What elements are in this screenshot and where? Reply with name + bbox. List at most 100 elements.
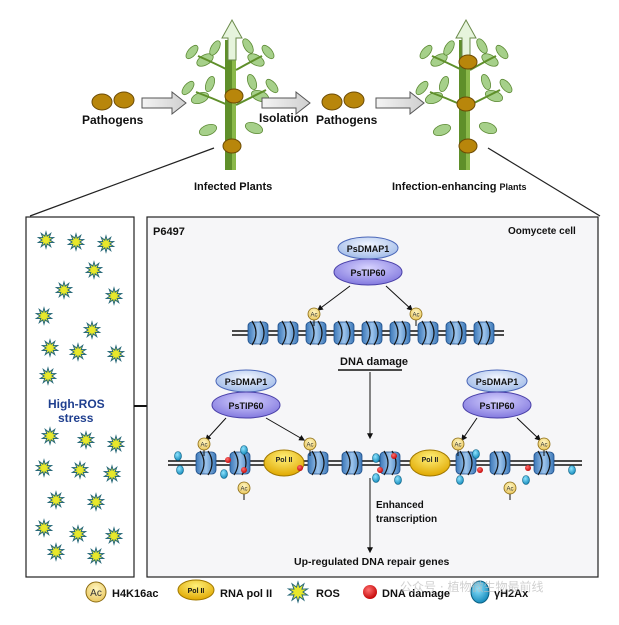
zoom-line-right <box>487 147 601 217</box>
svg-text:Ac: Ac <box>540 443 547 449</box>
ros-star <box>84 260 104 280</box>
flow-arrow-3 <box>375 90 425 116</box>
gamma-h2ax-mark <box>522 475 530 485</box>
isolation-label: Isolation <box>259 111 308 125</box>
strain-label: P6497 <box>153 226 185 238</box>
stress-label-line2: stress <box>58 411 94 425</box>
pathogen-pair-left <box>91 91 135 111</box>
ros-star <box>40 426 60 446</box>
stress-label-line1: High-ROS <box>48 397 105 411</box>
ros-star <box>36 230 56 250</box>
zoom-line-left <box>29 147 215 217</box>
nucleosome <box>229 450 251 476</box>
svg-text:Ac: Ac <box>240 487 247 493</box>
svg-text:PsTIP60: PsTIP60 <box>228 401 263 411</box>
ros-star <box>86 492 106 512</box>
ros-star <box>96 234 116 254</box>
svg-text:PsDMAP1: PsDMAP1 <box>225 377 268 387</box>
ros-star <box>70 460 90 480</box>
ros-star <box>34 458 54 478</box>
svg-text:Ac: Ac <box>90 588 102 599</box>
ros-star <box>82 320 102 340</box>
dna-damage-mark <box>477 467 483 473</box>
ros-panel: High-ROS stress <box>25 216 159 578</box>
ros-star <box>76 430 96 450</box>
svg-text:Pol II: Pol II <box>422 457 439 464</box>
nucleosome <box>307 450 329 476</box>
legend-damage-icon <box>363 585 377 599</box>
complex-left: PsDMAP1 PsTIP60 <box>211 369 281 419</box>
gamma-h2ax-mark <box>220 469 228 479</box>
dna-damage-mark <box>241 467 247 473</box>
gamma-h2ax-mark <box>568 465 576 475</box>
legend-gamma-label: γH2Ax <box>494 588 529 600</box>
svg-text:Ac: Ac <box>306 443 313 449</box>
svg-text:Ac: Ac <box>200 443 207 449</box>
gamma-h2ax-mark <box>456 475 464 485</box>
pathogen-pair-right <box>321 91 365 111</box>
oomycete-cell-label: Oomycete cell <box>508 226 576 237</box>
nucleosome <box>473 320 495 346</box>
ros-star <box>104 286 124 306</box>
ros-star <box>34 306 54 326</box>
complex-top: PsDMAP1 PsTIP60 <box>333 236 403 286</box>
ros-star <box>40 338 60 358</box>
nucleosome <box>195 450 217 476</box>
dna-damage-mark <box>297 465 303 471</box>
infected-plants-label: Infected Plants <box>194 181 272 193</box>
svg-text:Ac: Ac <box>454 443 461 449</box>
ros-star <box>38 366 58 386</box>
ros-star <box>66 232 86 252</box>
dna-damage-mark <box>377 467 383 473</box>
ros-star <box>106 344 126 364</box>
ros-star <box>54 280 74 300</box>
top-section: Pathogens <box>29 18 601 217</box>
complex-right: PsDMAP1 PsTIP60 <box>462 369 532 419</box>
svg-text:PsTIP60: PsTIP60 <box>350 268 385 278</box>
pol2-complex: Pol II <box>263 449 305 477</box>
nucleosome <box>333 320 355 346</box>
infection-enhancing-plant <box>415 18 513 170</box>
gamma-h2ax-mark <box>176 465 184 475</box>
svg-text:Ac: Ac <box>412 313 419 319</box>
legend: Ac H4K16ac Pol II RNA pol II ROS DNA dam… <box>85 579 529 604</box>
legend-ros-icon <box>286 580 310 604</box>
nucleosome <box>277 320 299 346</box>
gamma-h2ax-mark <box>240 445 248 455</box>
nucleosome <box>445 320 467 346</box>
nucleosome <box>247 320 269 346</box>
legend-pol2-icon: Pol II <box>177 579 215 601</box>
dna-damage-mark <box>525 465 531 471</box>
watermark: 公众号 · 植物微生物最前线 <box>400 579 543 594</box>
ac-mark: Ac <box>197 437 211 456</box>
nucleosome <box>361 320 383 346</box>
legend-ros-label: ROS <box>316 588 340 600</box>
svg-text:PsDMAP1: PsDMAP1 <box>476 377 519 387</box>
svg-text:PsTIP60: PsTIP60 <box>479 401 514 411</box>
legend-ac-icon: Ac <box>85 581 107 603</box>
nucleosome <box>379 450 401 476</box>
legend-h4k16ac: H4K16ac <box>112 588 158 600</box>
svg-text:Ac: Ac <box>310 313 317 319</box>
legend-ros-star <box>286 580 310 604</box>
svg-text:Pol II: Pol II <box>276 457 293 464</box>
flow-arrow-1 <box>141 90 187 116</box>
nucleosome <box>489 450 511 476</box>
isolation-arrow <box>261 90 311 116</box>
nucleosome <box>417 320 439 346</box>
gamma-h2ax-mark <box>394 475 402 485</box>
legend-damage-label: DNA damage <box>382 588 450 600</box>
upregulated-label: Up-regulated DNA repair genes <box>294 556 450 568</box>
ros-star <box>102 464 122 484</box>
nucleosome <box>305 320 327 346</box>
ac-mark: Ac <box>503 481 517 500</box>
ac-mark: Ac <box>307 307 321 326</box>
dna-damage-label: DNA damage <box>340 356 408 368</box>
legend-gamma-icon <box>470 580 490 604</box>
pathogens-label-right: Pathogens <box>316 113 378 127</box>
ros-star <box>86 546 106 566</box>
